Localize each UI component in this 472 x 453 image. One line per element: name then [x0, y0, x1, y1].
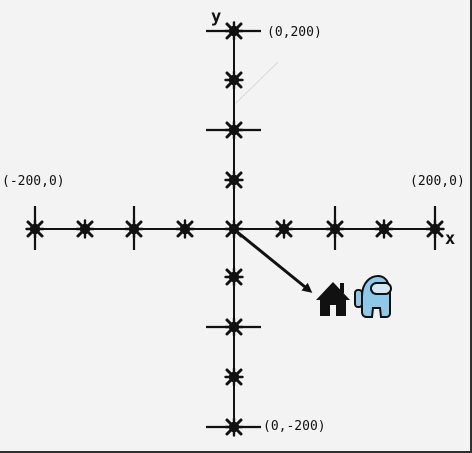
- label-right: (200,0): [410, 174, 465, 189]
- label-bottom: (0,-200): [263, 419, 326, 434]
- label-left: (-200,0): [2, 174, 65, 189]
- crewmate-icon: [354, 274, 392, 318]
- x-axis-letter: x: [445, 229, 455, 249]
- label-top: (0,200): [267, 25, 322, 40]
- y-axis-stamps: [224, 21, 244, 437]
- turtle-heading-arrow: [235, 229, 313, 293]
- house-icon: [316, 282, 350, 316]
- y-axis-letter: y: [211, 7, 221, 27]
- faint-trail: [235, 61, 279, 104]
